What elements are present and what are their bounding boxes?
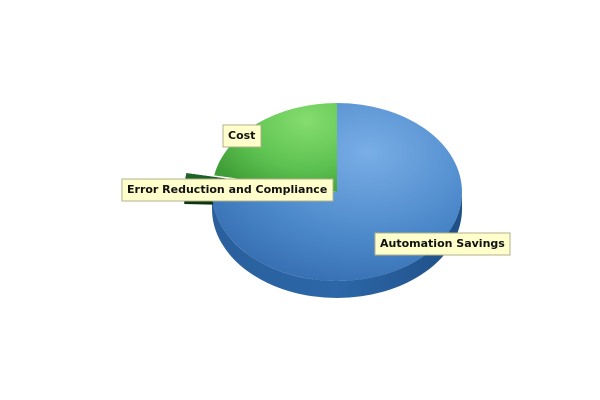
pie-slice-side-1 bbox=[212, 192, 462, 298]
pie-slice-3[interactable] bbox=[214, 103, 337, 192]
pie-label-3: Cost bbox=[222, 124, 262, 148]
pie-label-text: Error Reduction and Compliance bbox=[127, 183, 327, 196]
pie-label-box bbox=[121, 178, 334, 202]
pie-label-text: Automation Savings bbox=[380, 237, 505, 250]
pie-label-2: Error Reduction and Compliance bbox=[121, 178, 334, 202]
pie-slice-wall bbox=[212, 192, 462, 298]
pie-label-box bbox=[222, 124, 262, 148]
pie-label-text: Cost bbox=[228, 129, 255, 142]
pie-label-1: Automation Savings bbox=[374, 232, 511, 256]
pie-label-box bbox=[374, 232, 511, 256]
